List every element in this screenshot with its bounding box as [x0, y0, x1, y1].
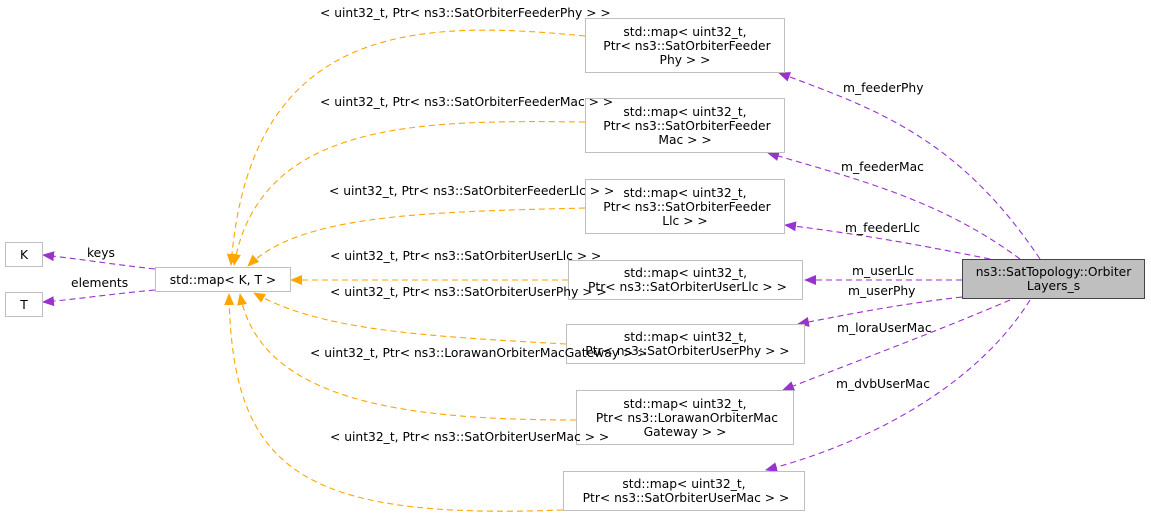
node-feeder-phy-map[interactable]: std::map< uint32_t, Ptr< ns3::SatOrbiter…: [585, 18, 785, 73]
node-feeder-llc-map[interactable]: std::map< uint32_t, Ptr< ns3::SatOrbiter…: [585, 179, 785, 234]
text-line: ::SatOrbiterFeederMac > >: [446, 95, 614, 109]
node-t[interactable]: T: [5, 292, 43, 317]
text-line: < uint32_t, Ptr< ns3: [310, 346, 437, 360]
text-line: < uint32_t, Ptr< ns3: [330, 285, 457, 299]
edge-elements: [42, 289, 156, 307]
label-keys: keys: [87, 246, 115, 260]
text-line: ::LorawanOrbiterMacGateway > >: [436, 346, 648, 360]
edge-tmpl-user-mac: [224, 293, 564, 512]
text-line: Phy > >: [659, 52, 711, 67]
text-line: < uint32_t, Ptr< ns3: [320, 6, 447, 20]
label-m-userphy: m_userPhy: [848, 284, 916, 298]
text-line: std::map< uint32_t,: [623, 330, 748, 344]
node-user-mac-map[interactable]: std::map< uint32_t, Ptr< ns3::SatOrbiter…: [563, 471, 805, 511]
node-user-phy-map[interactable]: std::map< uint32_t, Ptr< ns3::SatOrbiter…: [566, 324, 805, 364]
edge-tmpl-feeder-mac: [231, 121, 586, 266]
label-m-feederllc: m_feederLlc: [845, 221, 921, 235]
text-line: Layers_s: [1026, 279, 1081, 293]
text-line: < uint32_t, Ptr< ns3: [329, 184, 456, 198]
edge-member-lora-mac: [782, 299, 1011, 391]
label-tmpl-feeder-phy: < uint32_t, Ptr< ns3::SatOrbiterFeederPh…: [320, 6, 611, 20]
text-line: Gateway > >: [643, 424, 727, 439]
node-feeder-mac-map[interactable]: std::map< uint32_t, Ptr< ns3::SatOrbiter…: [585, 98, 785, 153]
text-line: std::map< K, T >: [169, 272, 277, 287]
label-tmpl-user-phy: < uint32_t, Ptr< ns3::SatOrbiterUserPhy …: [330, 285, 607, 299]
text-line: T: [20, 297, 28, 312]
text-line: Ptr< ns3::SatOrbiterUserPhy > >: [581, 344, 790, 358]
text-line: < uint32_t, Ptr< ns3: [330, 430, 457, 444]
text-line: Ptr< ns3::SatOrbiterFeeder: [599, 118, 771, 133]
text-line: ::SatOrbiterUserPhy > >: [456, 285, 607, 299]
text-line: Ptr< ns3::SatOrbiterFeeder: [599, 38, 771, 53]
label-m-feedermac: m_feederMac: [841, 160, 924, 174]
text-line: std::map< uint32_t,: [622, 477, 746, 491]
edge-keys: [42, 251, 156, 270]
text-line: K: [19, 247, 29, 262]
text-line: ::SatOrbiterUserLlc > >: [456, 249, 602, 263]
node-k[interactable]: K: [5, 242, 43, 267]
edge-member-feeder-phy: [778, 72, 1041, 260]
edge-member-user-mac: [765, 299, 1031, 473]
edge-member-user-phy: [797, 296, 963, 327]
text-line: < uint32_t, Ptr< ns3: [320, 95, 447, 109]
label-elements: elements: [71, 276, 129, 290]
text-line: ns3::SatTopology::Orbiter: [975, 265, 1132, 279]
text-line: Ptr< ns3::SatOrbiterUserMac > >: [578, 491, 790, 505]
node-map-k-t[interactable]: std::map< K, T >: [155, 267, 291, 292]
label-m-lorausermac: m_loraUserMac: [837, 321, 932, 335]
node-lora-mac-map[interactable]: std::map< uint32_t, Ptr< ns3::LorawanOrb…: [576, 390, 794, 445]
text-line: std::map< uint32_t,: [623, 185, 747, 200]
label-tmpl-feeder-llc: < uint32_t, Ptr< ns3::SatOrbiterFeederLl…: [329, 184, 614, 198]
text-line: std::map< uint32_t,: [623, 24, 747, 39]
text-line: Ptr< ns3::SatOrbiterUserLlc > >: [584, 280, 787, 294]
node-user-llc-map[interactable]: std::map< uint32_t, Ptr< ns3::SatOrbiter…: [568, 260, 803, 300]
label-tmpl-feeder-mac: < uint32_t, Ptr< ns3::SatOrbiterFeederMa…: [320, 95, 613, 109]
label-tmpl-lora-mac: < uint32_t, Ptr< ns3::LorawanOrbiterMacG…: [310, 346, 648, 360]
text-line: std::map< uint32_t,: [623, 266, 748, 280]
text-line: Mac > >: [658, 132, 712, 147]
text-line: std::map< uint32_t,: [623, 104, 747, 119]
text-line: ::SatOrbiterFeederPhy > >: [446, 6, 611, 20]
text-line: std::map< uint32_t,: [623, 396, 747, 411]
text-line: Llc > >: [662, 213, 708, 228]
edge-tmpl-user-phy: [253, 292, 567, 345]
text-line: Ptr< ns3::LorawanOrbiterMac: [591, 410, 779, 425]
text-line: ::SatOrbiterUserMac > >: [456, 430, 610, 444]
label-m-dvbusermac: m_dvbUserMac: [836, 377, 930, 391]
label-tmpl-user-llc: < uint32_t, Ptr< ns3::SatOrbiterUserLlc …: [330, 249, 601, 263]
label-tmpl-user-mac: < uint32_t, Ptr< ns3::SatOrbiterUserMac …: [330, 430, 609, 444]
label-m-userllc: m_userLlc: [852, 264, 914, 278]
edge-tmpl-feeder-phy: [226, 29, 586, 266]
edge-tmpl-feeder-llc: [247, 207, 586, 267]
text-line: Ptr< ns3::SatOrbiterFeeder: [599, 199, 771, 214]
text-line: ::SatOrbiterFeederLlc > >: [455, 184, 615, 198]
edge-tmpl-lora-mac: [237, 293, 577, 421]
text-line: < uint32_t, Ptr< ns3: [330, 249, 457, 263]
label-m-feederphy: m_feederPhy: [843, 81, 924, 95]
edge-member-feeder-llc: [784, 221, 991, 260]
